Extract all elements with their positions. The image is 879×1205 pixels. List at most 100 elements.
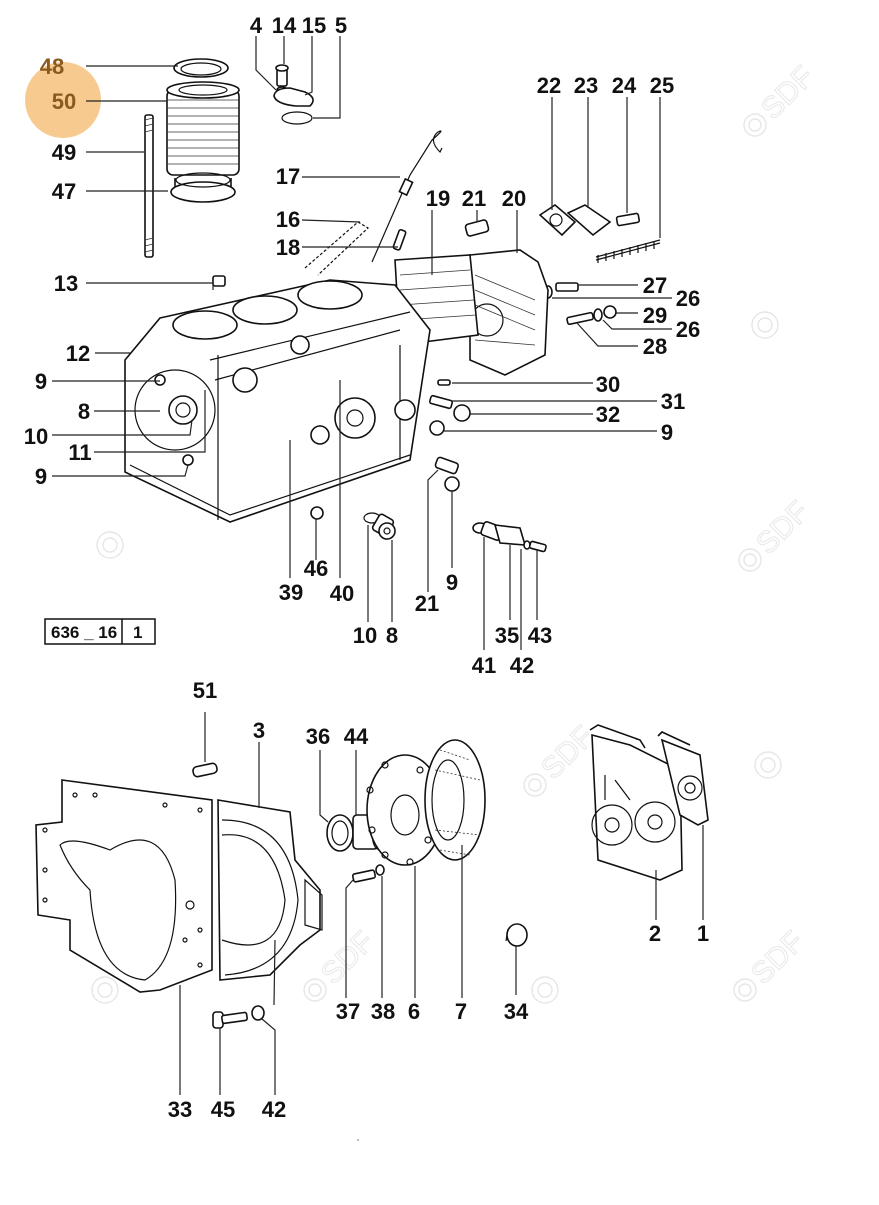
callout-33[interactable]: 33 <box>168 1097 192 1122</box>
part-3-housing <box>217 799 323 981</box>
callout-1[interactable]: 1 <box>697 921 709 946</box>
callout-27[interactable]: 27 <box>643 273 667 298</box>
watermark-logo <box>751 311 779 339</box>
watermark-logo: SDF <box>738 494 816 572</box>
watermark-text: SDF <box>315 925 381 991</box>
callout-35[interactable]: 35 <box>495 623 519 648</box>
callout-43[interactable]: 43 <box>528 623 552 648</box>
callout-7[interactable]: 7 <box>455 999 467 1024</box>
part-15-cover <box>273 87 314 107</box>
callout-31[interactable]: 31 <box>661 389 685 414</box>
watermark-logo <box>531 976 559 1004</box>
callout-6[interactable]: 6 <box>408 999 420 1024</box>
callout-47[interactable]: 47 <box>52 179 76 204</box>
callout-4[interactable]: 4 <box>250 13 263 38</box>
part-37-bolt <box>351 869 377 883</box>
callout-40[interactable]: 40 <box>330 581 354 606</box>
part-33-plate <box>35 779 213 993</box>
callout-3[interactable]: 3 <box>253 718 265 743</box>
part-6-support <box>366 754 444 866</box>
callout-26-b[interactable]: 26 <box>676 317 700 342</box>
callout-9-b[interactable]: 9 <box>35 464 47 489</box>
callout-39[interactable]: 39 <box>279 580 303 605</box>
callout-45[interactable]: 45 <box>211 1097 235 1122</box>
part-1-gasket-kit <box>657 731 709 826</box>
part-9-plug <box>429 420 445 436</box>
callout-34[interactable]: 34 <box>504 999 529 1024</box>
callout-42-b[interactable]: 42 <box>262 1097 286 1122</box>
callout-20[interactable]: 20 <box>502 186 526 211</box>
callout-10-a[interactable]: 10 <box>24 424 48 449</box>
callout-49[interactable]: 49 <box>52 140 76 165</box>
callout-17[interactable]: 17 <box>276 164 300 189</box>
part-31-valve <box>428 394 454 410</box>
callout-5[interactable]: 5 <box>335 13 347 38</box>
callout-8-b[interactable]: 8 <box>386 623 398 648</box>
callout-18[interactable]: 18 <box>276 235 300 260</box>
part-24-screw <box>615 212 641 227</box>
callout-16[interactable]: 16 <box>276 207 300 232</box>
reference-box: 636 _ 16 1 <box>44 618 156 645</box>
part-5-gasket <box>281 111 313 125</box>
callout-10-b[interactable]: 10 <box>353 623 377 648</box>
callout-labels: 48 50 49 47 13 4 14 15 5 17 16 18 19 21 … <box>24 13 709 1122</box>
callout-22[interactable]: 22 <box>537 73 561 98</box>
callout-11[interactable]: 11 <box>68 440 91 465</box>
part-23-plate <box>566 204 612 237</box>
callout-25[interactable]: 25 <box>650 73 674 98</box>
callout-42-a[interactable]: 42 <box>510 653 534 678</box>
callout-51[interactable]: 51 <box>193 678 217 703</box>
callout-19[interactable]: 19 <box>426 186 450 211</box>
callout-37[interactable]: 37 <box>336 999 360 1024</box>
part-51-dowel <box>192 762 218 778</box>
callout-48[interactable]: 48 <box>40 54 64 79</box>
part-28-stud <box>566 311 594 326</box>
part-21-bushing <box>464 219 490 237</box>
reference-code: 636 _ 16 <box>51 623 117 642</box>
callout-21-bottom[interactable]: 21 <box>415 591 439 616</box>
part-2-gasket-kit <box>589 724 683 881</box>
watermark-logo <box>754 751 782 779</box>
part-8-plug <box>371 513 396 540</box>
callout-2[interactable]: 2 <box>649 921 661 946</box>
callout-13[interactable]: 13 <box>54 271 78 296</box>
callout-9-right[interactable]: 9 <box>661 420 673 445</box>
callout-28[interactable]: 28 <box>643 334 667 359</box>
callout-38[interactable]: 38 <box>371 999 395 1024</box>
callout-23[interactable]: 23 <box>574 73 598 98</box>
part-18-pin <box>392 228 407 251</box>
callout-14[interactable]: 14 <box>272 13 297 38</box>
callout-8-a[interactable]: 8 <box>78 399 90 424</box>
callout-9-d[interactable]: 9 <box>446 570 458 595</box>
callout-24[interactable]: 24 <box>612 73 637 98</box>
callout-50[interactable]: 50 <box>52 89 76 114</box>
watermark-logo <box>96 531 124 559</box>
watermark-text: SDF <box>750 495 816 561</box>
part-32-plug <box>453 404 471 422</box>
watermark-text: SDF <box>755 60 821 126</box>
callout-46[interactable]: 46 <box>304 556 328 581</box>
callout-41[interactable]: 41 <box>472 653 496 678</box>
callout-32[interactable]: 32 <box>596 402 620 427</box>
watermark-logo: SDF <box>523 719 601 797</box>
part-26b-washer <box>593 308 603 322</box>
callout-12[interactable]: 12 <box>66 341 90 366</box>
part-9b-plug <box>444 476 460 492</box>
callout-15[interactable]: 15 <box>302 13 326 38</box>
callout-36[interactable]: 36 <box>306 724 330 749</box>
callout-9-a[interactable]: 9 <box>35 369 47 394</box>
callout-30[interactable]: 30 <box>596 372 620 397</box>
part-7-gasket <box>424 739 486 861</box>
part-14-screw <box>275 64 289 87</box>
watermark-logo <box>91 976 119 1004</box>
callout-26-a[interactable]: 26 <box>676 286 700 311</box>
callout-29[interactable]: 29 <box>643 303 667 328</box>
stray-dot <box>357 1139 359 1141</box>
callout-21-top[interactable]: 21 <box>462 186 486 211</box>
highlight-marker <box>25 62 101 138</box>
part-13-plug <box>212 275 226 287</box>
callout-44[interactable]: 44 <box>344 724 369 749</box>
part-27-bolt <box>555 282 579 292</box>
